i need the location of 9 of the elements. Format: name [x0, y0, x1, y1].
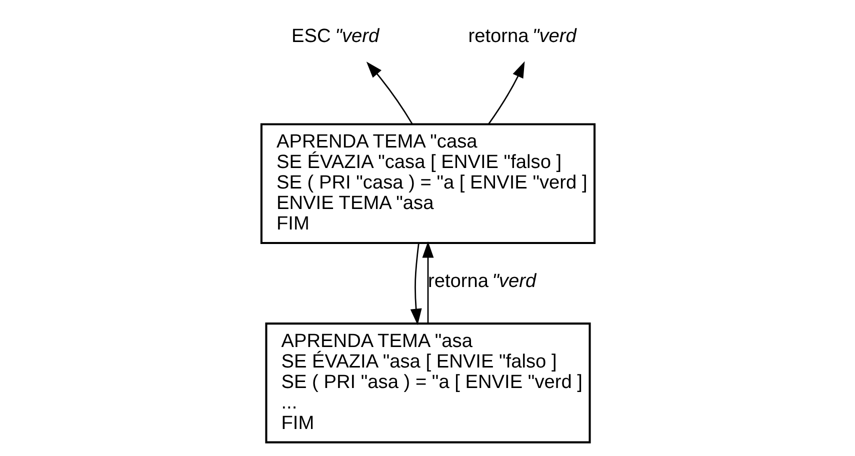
node-text: ESC "verd	[290, 26, 379, 47]
node-text: retorna "verd	[468, 26, 576, 47]
node-box: APRENDA TEMA "asa SE ÉVAZIA "asa [ ENVIE "falso ] SE ( PRI "asa ) = "a [ ENVIE "verd ] ... FIM	[264, 322, 590, 444]
edge-label: retorna "verd	[428, 270, 536, 292]
arrow	[410, 243, 422, 326]
arrow	[487, 61, 524, 125]
arrow	[366, 62, 412, 125]
arrow	[422, 241, 434, 323]
node-box: APRENDA TEMA "casa SE ÉVAZIA "casa [ ENVIE "falso ] SE ( PRI "casa ) = "a [ ENVIE "verd ] ENVIE TEMA "asa FIM	[260, 123, 596, 244]
